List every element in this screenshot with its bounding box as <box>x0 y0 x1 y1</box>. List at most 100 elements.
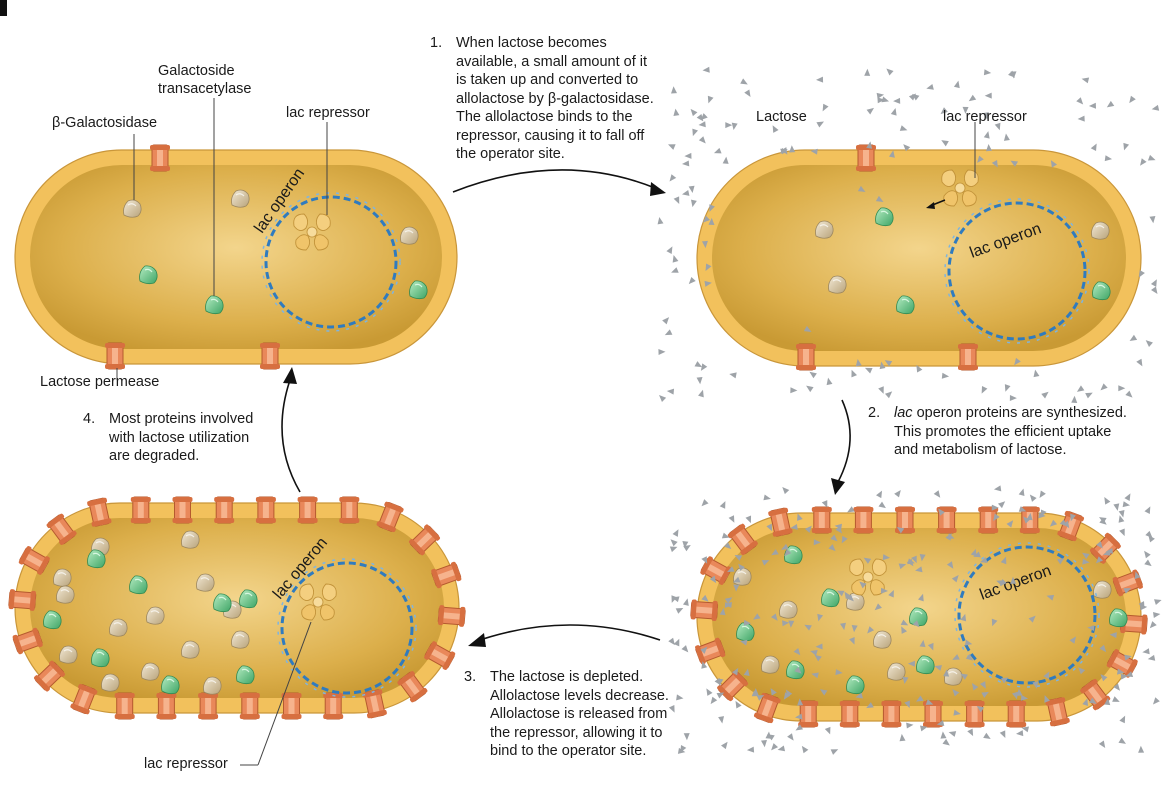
lactose-triangle-icon <box>983 732 993 742</box>
permease-icon <box>281 692 302 720</box>
lactose-triangle-icon <box>899 125 909 134</box>
lactose-triangle-icon <box>941 372 950 380</box>
cycle-arrows <box>281 169 851 641</box>
permease-icon <box>338 496 360 524</box>
transacetylase-label: Galactoside transacetylase <box>158 63 252 97</box>
permease-icon <box>149 144 171 172</box>
lactose-triangle-icon <box>848 368 858 378</box>
lactose-triangle-icon <box>983 130 992 139</box>
lactose-triangle-icon <box>984 92 992 99</box>
lactose-triangle-icon <box>1124 491 1134 501</box>
lactose-triangle-icon <box>890 107 899 116</box>
lactose-triangle-icon <box>1118 385 1126 392</box>
beta-galactosidase-icon <box>872 630 892 649</box>
lactose-triangle-icon <box>1037 490 1046 500</box>
lactose-triangle-icon <box>681 190 690 198</box>
lactose-triangle-icon <box>712 147 722 156</box>
lactose-triangle-icon <box>790 387 798 394</box>
lactose-triangle-icon <box>698 121 706 129</box>
lactose-triangle-icon <box>1090 142 1100 152</box>
lactose-triangle-icon <box>1147 154 1157 163</box>
lactose-triangle-icon <box>1085 389 1095 399</box>
lactose-triangle-icon <box>668 537 678 547</box>
step-2-text: 2. lac operon proteins are synthesized. … <box>868 404 1127 460</box>
beta-galactosidase-icon <box>814 220 834 239</box>
lactose-triangle-icon <box>788 145 796 153</box>
lactose-triangle-icon <box>906 721 914 729</box>
lactose-triangle-icon <box>1015 730 1024 737</box>
step-4-number: 4. <box>83 411 96 427</box>
lactose-triangle-icon <box>728 371 737 379</box>
transacetylase-icon <box>1091 281 1111 301</box>
lactose-triangle-icon <box>1009 394 1017 402</box>
lactose-triangle-icon <box>768 743 779 753</box>
lactose-triangle-icon <box>686 276 696 287</box>
permease-icon <box>255 496 277 524</box>
lactose-triangle-icon <box>702 66 710 74</box>
beta-galactosidase-icon <box>122 199 142 218</box>
lactose-triangle-icon <box>942 738 952 748</box>
lactose-triangle-icon <box>1141 549 1151 559</box>
transacetylase-icon <box>212 593 232 613</box>
permease-icon <box>964 700 986 728</box>
lactose-triangle-icon <box>720 739 731 750</box>
lactose-triangle-icon <box>830 746 840 755</box>
arrow-step-4 <box>281 379 301 493</box>
permease-icon <box>855 144 877 172</box>
lactose-triangle-icon <box>807 369 817 379</box>
arrow-step-3 <box>479 624 661 641</box>
lactose-triangle-icon <box>1136 358 1145 368</box>
lactose-triangle-icon <box>1071 395 1078 403</box>
step-1-text: 1. When lactose becomes available, a sma… <box>430 34 654 164</box>
transacetylase-icon <box>895 295 915 315</box>
transacetylase-icon <box>235 665 255 685</box>
lactose-triangle-icon <box>1101 495 1111 505</box>
beta-galactosidase-icon <box>202 676 222 695</box>
beta-galactosidase-icon <box>100 673 120 692</box>
lactose-triangle-icon <box>1150 277 1160 287</box>
lactose-triangle-icon <box>997 498 1008 509</box>
transacetylase-icon <box>408 280 428 300</box>
step-1-line: available, a small amount of it <box>456 53 648 70</box>
lactose-triangle-icon <box>1147 654 1156 663</box>
step-4-line: Most proteins involved <box>109 411 254 427</box>
lactose-triangle-icon <box>978 385 988 395</box>
lactose-triangle-icon <box>666 244 676 254</box>
step-1-line: the operator site. <box>456 146 565 162</box>
lactose-triangle-icon <box>967 728 976 738</box>
lactose-triangle-icon <box>1128 334 1138 344</box>
lactose-triangle-icon <box>689 199 697 208</box>
transacetylase-icon <box>1108 608 1128 628</box>
transacetylase-icon <box>42 610 62 630</box>
beta-galactosidase-icon <box>778 600 798 619</box>
lactose-triangle-icon <box>688 185 696 194</box>
step-3-text: 3. The lactose is depleted. Allolactose … <box>464 668 669 761</box>
lactose-triangle-icon <box>1113 503 1121 512</box>
lactose-triangle-icon <box>684 152 692 160</box>
permease-icon <box>977 506 999 534</box>
lactose-triangle-icon <box>662 315 672 325</box>
permease-icon <box>839 700 861 728</box>
transacetylase-icon <box>820 588 840 608</box>
lactose-triangle-icon <box>787 733 797 743</box>
lactose-triangle-icon <box>698 136 709 146</box>
lactose-triangle-icon <box>1041 389 1051 399</box>
lactose-triangle-icon <box>939 137 949 147</box>
lactose-triangle-icon <box>681 160 690 168</box>
permease-icon <box>1005 700 1027 728</box>
permease-icon <box>297 496 319 524</box>
lactose-triangle-icon <box>746 746 755 754</box>
lactose-triangle-icon <box>676 694 684 702</box>
lactose-triangle-icon <box>668 705 678 714</box>
lactose-triangle-icon <box>763 494 772 502</box>
lactose-triangle-icon <box>1141 648 1150 656</box>
step-2-line1: operon proteins are synthesized. <box>912 405 1127 421</box>
transacetylase-icon <box>90 648 110 668</box>
lactose-triangle-icon <box>1077 115 1085 123</box>
lactose-triangle-icon <box>894 488 904 498</box>
permease-icon <box>894 506 916 534</box>
permease-icon <box>811 506 833 534</box>
transacetylase-icon <box>86 549 106 569</box>
lactose-triangle-icon <box>699 499 709 509</box>
lactose-triangle-icon <box>675 605 685 614</box>
